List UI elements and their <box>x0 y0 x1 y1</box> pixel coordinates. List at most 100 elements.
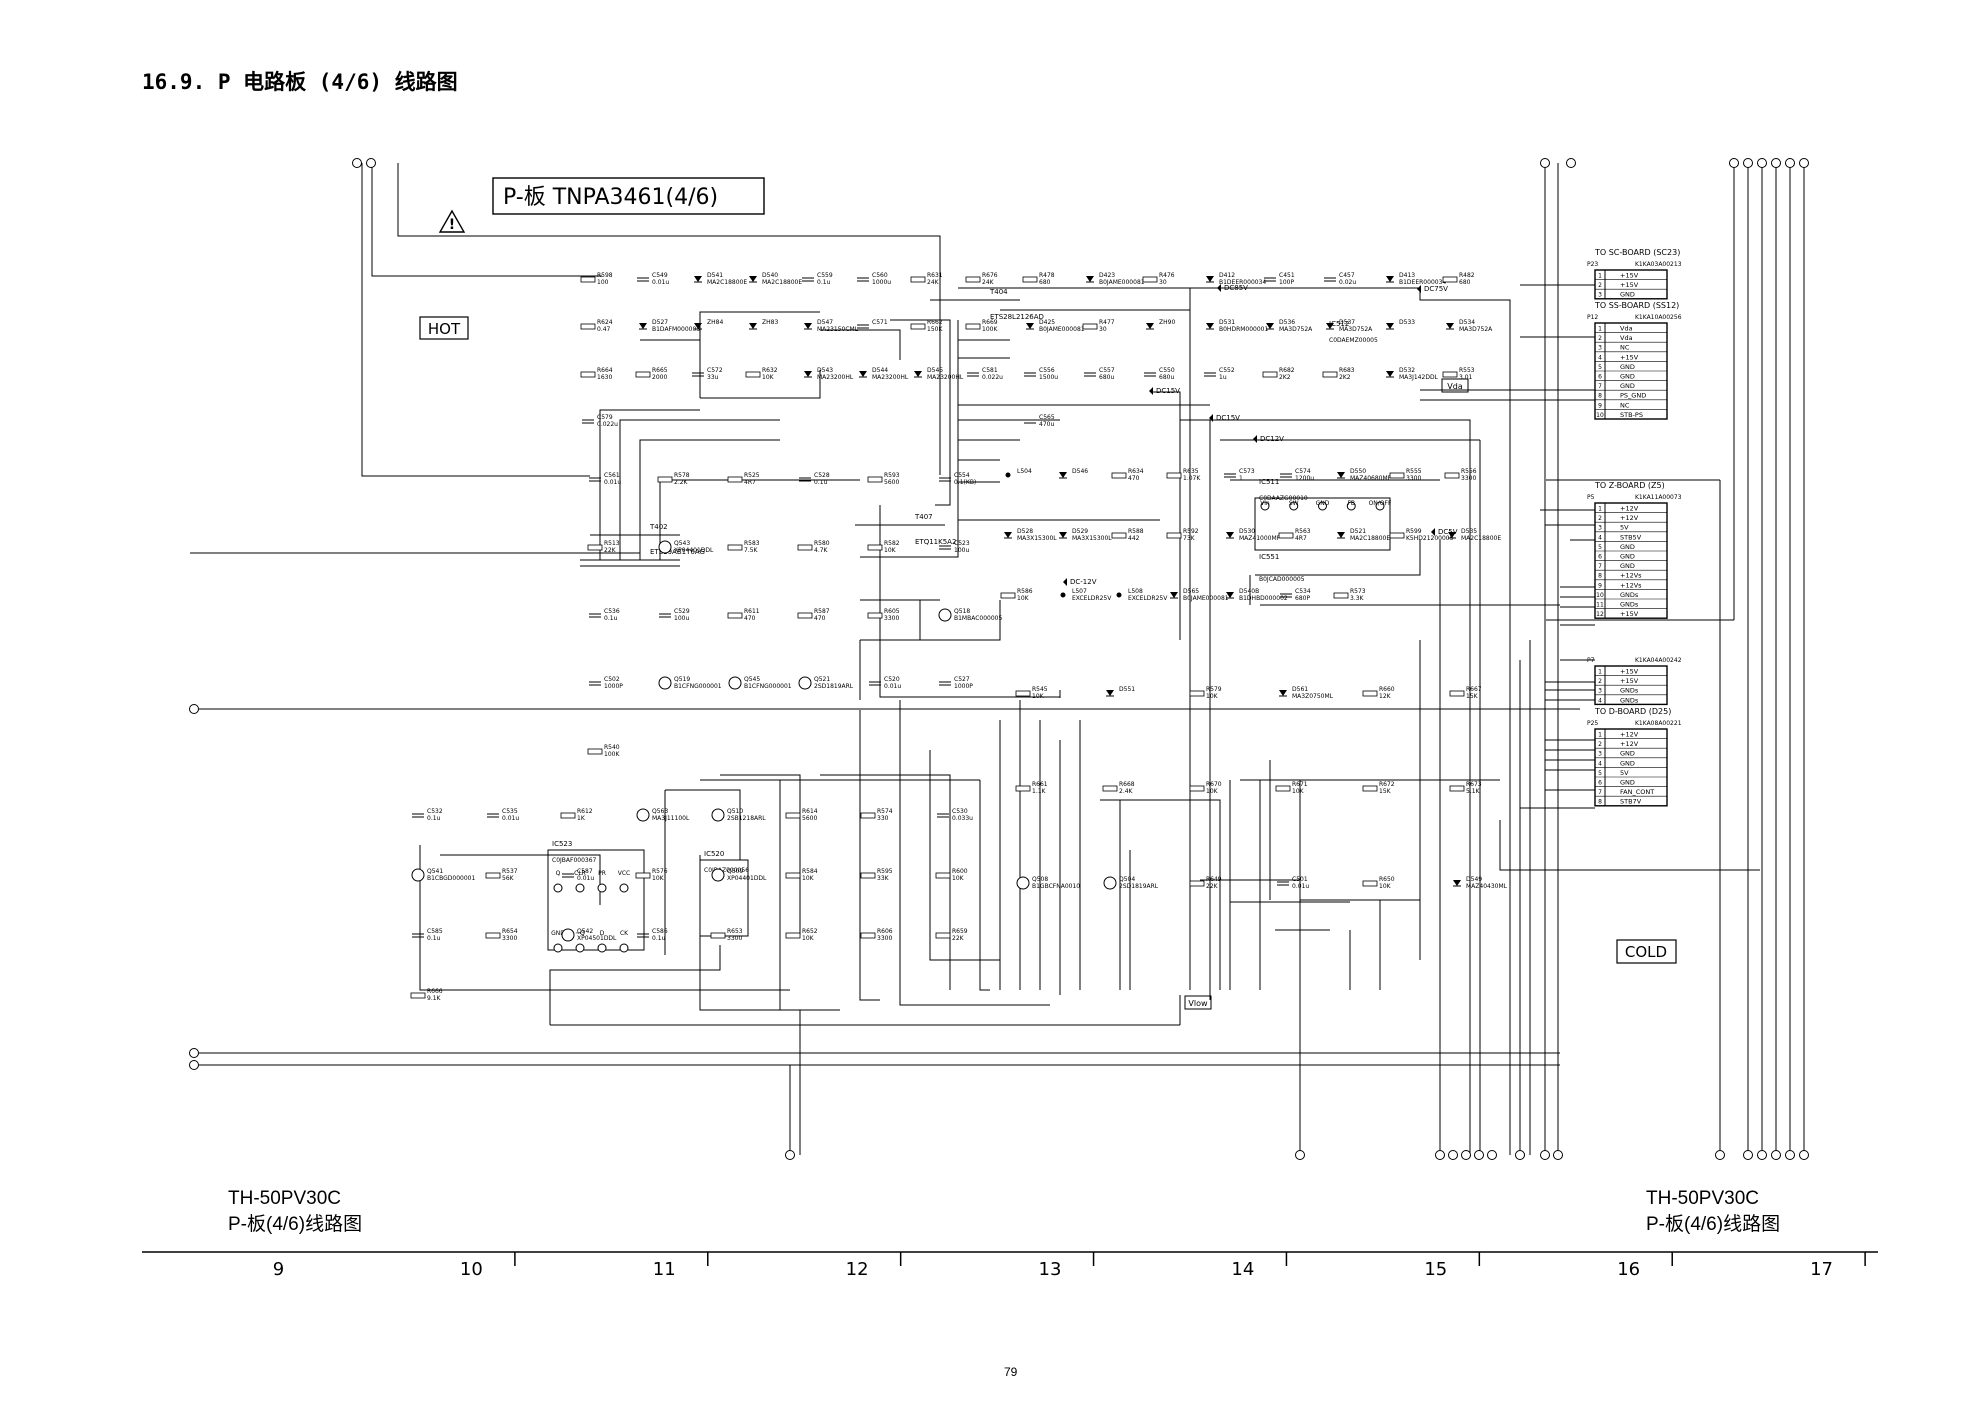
component-value: 0.01u <box>502 815 519 822</box>
connector-pin-label: +15V <box>1620 610 1639 618</box>
ic-part: B0JCAD000005 <box>1259 576 1305 583</box>
rail-label: DC12V <box>1253 435 1284 443</box>
rail-label: DC75V <box>1417 285 1448 293</box>
net-tag-text: Vda <box>1447 382 1463 391</box>
component-ref: C572 <box>707 367 723 374</box>
connector-pin-label: STB-PS <box>1620 411 1643 419</box>
component-ref: R632 <box>762 367 778 374</box>
component-ref: R600 <box>952 868 968 875</box>
connector-pin-number: 9 <box>1598 582 1602 589</box>
component-ref: C527 <box>954 676 970 683</box>
component-ref: R537 <box>502 868 518 875</box>
component-value: 2K2 <box>1339 374 1351 381</box>
component-value: 2SD1819ARL <box>1119 883 1159 890</box>
ic-pin-label: ON/OFF <box>1369 500 1392 507</box>
connector-pin-number: 5 <box>1598 364 1602 371</box>
component: D551 <box>1106 686 1135 697</box>
component-value: 10K <box>1206 693 1219 700</box>
rail-label: DC15V <box>1149 387 1180 395</box>
component-value: 680u <box>1159 374 1174 381</box>
connector-pin-number: 11 <box>1596 602 1604 609</box>
connector-pin-label: GND <box>1620 553 1635 561</box>
component-value: 680u <box>1099 374 1114 381</box>
terminal-circle <box>1715 1150 1725 1160</box>
component-value: B1MBAC000005 <box>954 615 1003 622</box>
component-ref: R540 <box>604 744 620 751</box>
terminal-circle <box>189 704 199 714</box>
terminal-circle <box>1540 158 1550 168</box>
component-value: 12K <box>1379 693 1392 700</box>
connector-pin-number: 4 <box>1598 760 1602 767</box>
terminal-circle <box>1474 1150 1484 1160</box>
component-ref: R578 <box>674 472 690 479</box>
ic-pin-label: Vin <box>1260 500 1270 507</box>
component-ref: R662 <box>927 319 943 326</box>
component-ref: C556 <box>1039 367 1055 374</box>
component-ref: D537 <box>1339 319 1355 326</box>
grid-column-number: 15 <box>1424 1259 1447 1280</box>
connector-pin-number: 10 <box>1596 412 1604 419</box>
component-ref: R661 <box>1032 781 1048 788</box>
component-value: B1DHBD000002 <box>1239 595 1288 602</box>
connector-pin-number: 1 <box>1598 669 1602 676</box>
terminal-circle <box>1743 1150 1753 1160</box>
connector-pin-label: GND <box>1620 779 1635 787</box>
component-value: 3300 <box>1461 475 1476 482</box>
component-ref: R671 <box>1292 781 1308 788</box>
component-ref: R586 <box>1017 588 1033 595</box>
component-ref: D551 <box>1119 686 1135 693</box>
component-value: 10K <box>762 374 775 381</box>
component-value: 0.01u <box>577 875 594 882</box>
component-value: 10K <box>802 935 815 942</box>
component-value: 100u <box>674 615 689 622</box>
grid-column-number: 11 <box>653 1259 676 1280</box>
net-tag-text: Vlow <box>1188 999 1208 1008</box>
connector-pin-number: 2 <box>1598 515 1602 522</box>
terminal-circle <box>1799 158 1809 168</box>
component-value: 5.1K <box>1466 788 1481 795</box>
component-ref: D535 <box>1461 528 1477 535</box>
component-value: B1CBGD000001 <box>427 875 475 882</box>
connector-pin-label: PS_GND <box>1620 392 1646 400</box>
terminal-circle <box>1566 158 1576 168</box>
connector-pin-label: GNDs <box>1620 696 1639 704</box>
component-ref: C557 <box>1099 367 1115 374</box>
component-value: 1u <box>1219 374 1227 381</box>
component-ref: C585 <box>427 928 443 935</box>
component-ref: R476 <box>1159 272 1175 279</box>
component-ref: Q541 <box>427 868 443 875</box>
component-ref: ZH84 <box>707 319 723 326</box>
ic-ref: IC551 <box>1259 553 1279 561</box>
ic-ref: IC523 <box>552 840 572 848</box>
component-value: 1000P <box>954 683 973 690</box>
component-value: 22K <box>604 547 617 554</box>
connector-pin-number: 4 <box>1598 354 1602 361</box>
component-value: 10K <box>1017 595 1030 602</box>
rail-text: DC75V <box>1424 285 1448 293</box>
terminal-circle <box>1540 1150 1550 1160</box>
